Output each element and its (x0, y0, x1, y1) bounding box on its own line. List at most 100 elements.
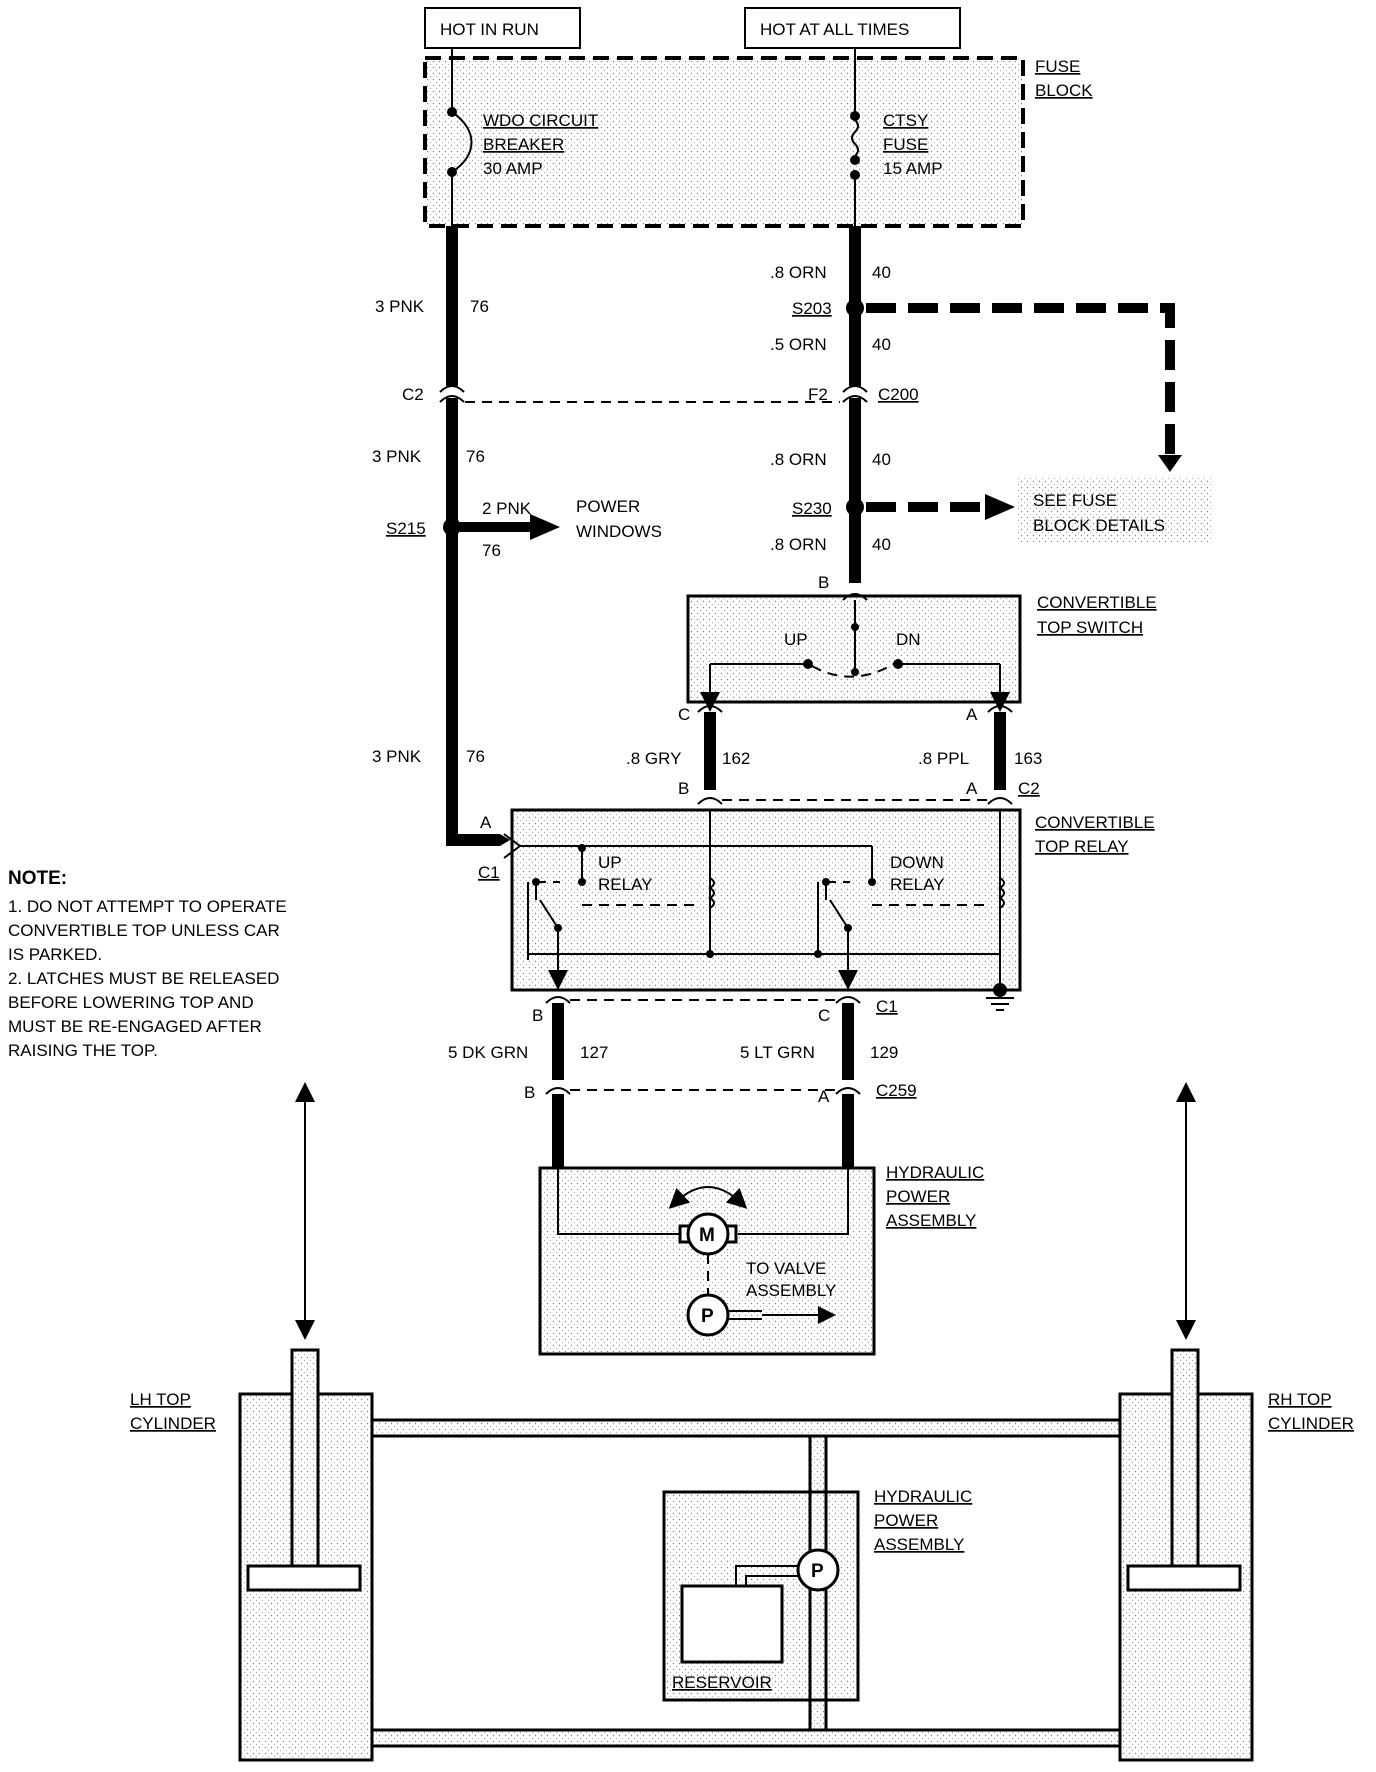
svg-text:C: C (818, 1006, 830, 1025)
svg-text:POWER: POWER (576, 497, 640, 516)
reservoir-label: RESERVOIR (672, 1673, 772, 1692)
s203-label: S203 (792, 299, 832, 318)
svg-text:.8 ORN: .8 ORN (770, 450, 827, 469)
hot-at-all-times-label: HOT AT ALL TIMES (744, 7, 961, 49)
see-fuse-block-details: SEE FUSE BLOCK DETAILS (1018, 478, 1213, 544)
svg-text:WDO CIRCUIT: WDO CIRCUIT (483, 111, 598, 130)
svg-text:DN: DN (896, 630, 921, 649)
pump-symbol: P (701, 1306, 714, 1327)
svg-text:76: 76 (466, 747, 485, 766)
svg-text:2. LATCHES MUST BE RELEASED: 2. LATCHES MUST BE RELEASED (8, 969, 279, 988)
ctsy-fuse: CTSY FUSE 15 AMP (850, 48, 943, 226)
svg-text:162: 162 (722, 749, 750, 768)
svg-text:ASSEMBLY: ASSEMBLY (746, 1281, 836, 1300)
svg-text:TOP RELAY: TOP RELAY (1035, 837, 1129, 856)
svg-text:.8 GRY: .8 GRY (626, 749, 681, 768)
svg-text:POWER: POWER (874, 1511, 938, 1530)
svg-text:HOT IN RUN: HOT IN RUN (440, 20, 539, 39)
svg-text:TO VALVE: TO VALVE (746, 1259, 826, 1278)
svg-text:LH TOP: LH TOP (130, 1390, 191, 1409)
fuse-block: FUSE BLOCK (423, 56, 1093, 228)
hydraulic-power-assembly-2: P RESERVOIR (662, 1490, 860, 1702)
svg-text:76: 76 (482, 541, 501, 560)
svg-text:A: A (480, 813, 492, 832)
hydraulic-power-assembly: M P TO VALVE ASSEMBLY (538, 1166, 876, 1356)
c1b-label: C1 (876, 997, 898, 1016)
note-block: NOTE: 1. DO NOT ATTEMPT TO OPERATE CONVE… (8, 868, 287, 1060)
c1-label: C1 (478, 863, 500, 882)
svg-text:ASSEMBLY: ASSEMBLY (874, 1535, 964, 1554)
svg-text:40: 40 (872, 450, 891, 469)
fuse-block-label-1: FUSE (1035, 57, 1080, 76)
gry-ppl-wires (697, 705, 1013, 805)
svg-text:3 PNK: 3 PNK (372, 447, 422, 466)
svg-text:F2: F2 (808, 385, 828, 404)
svg-text:1. DO NOT ATTEMPT TO OPERATE: 1. DO NOT ATTEMPT TO OPERATE (8, 897, 287, 916)
hot-in-run-label: HOT IN RUN (424, 7, 581, 49)
svg-text:BREAKER: BREAKER (483, 135, 564, 154)
svg-text:15 AMP: 15 AMP (883, 159, 943, 178)
svg-text:.8 ORN: .8 ORN (770, 263, 827, 282)
svg-text:NOTE:: NOTE: (8, 868, 67, 889)
svg-text:POWER: POWER (886, 1187, 950, 1206)
c2-relay-label: C2 (1018, 779, 1040, 798)
svg-text:2 PNK: 2 PNK (482, 499, 532, 518)
wdo-circuit-breaker: WDO CIRCUIT BREAKER 30 AMP (447, 48, 598, 226)
svg-text:129: 129 (870, 1043, 898, 1062)
svg-text:.5 ORN: .5 ORN (770, 335, 827, 354)
svg-text:.8 PPL: .8 PPL (918, 749, 969, 768)
pnk-76-circuit (439, 226, 560, 846)
svg-text:CONVERTIBLE TOP UNLESS CAR: CONVERTIBLE TOP UNLESS CAR (8, 921, 280, 940)
svg-text:RELAY: RELAY (890, 875, 945, 894)
svg-text:BLOCK DETAILS: BLOCK DETAILS (1033, 516, 1165, 535)
svg-text:CONVERTIBLE: CONVERTIBLE (1035, 813, 1155, 832)
svg-text:CYLINDER: CYLINDER (130, 1414, 216, 1433)
svg-text:B: B (532, 1006, 543, 1025)
svg-text:B: B (678, 779, 689, 798)
svg-text:HYDRAULIC: HYDRAULIC (874, 1487, 972, 1506)
svg-text:UP: UP (598, 853, 622, 872)
svg-text:A: A (966, 705, 978, 724)
svg-text:A: A (818, 1087, 830, 1106)
svg-text:C2: C2 (402, 385, 424, 404)
svg-text:C: C (678, 705, 690, 724)
svg-text:127: 127 (580, 1043, 608, 1062)
svg-text:TOP SWITCH: TOP SWITCH (1037, 618, 1143, 637)
svg-text:B: B (524, 1083, 535, 1102)
s215-label: S215 (386, 519, 426, 538)
svg-text:3 PNK: 3 PNK (372, 747, 422, 766)
svg-text:.8 ORN: .8 ORN (770, 535, 827, 554)
grn-wires (545, 996, 861, 1168)
svg-text:ASSEMBLY: ASSEMBLY (886, 1211, 976, 1230)
convertible-top-relay: UP RELAY DOWN RELAY (503, 808, 1022, 1011)
convertible-top-switch: UP DN (686, 593, 1022, 712)
motor-symbol: M (699, 1225, 715, 1246)
svg-text:40: 40 (872, 535, 891, 554)
svg-text:3 PNK: 3 PNK (375, 297, 425, 316)
svg-text:SEE FUSE: SEE FUSE (1033, 491, 1117, 510)
svg-text:HYDRAULIC: HYDRAULIC (886, 1163, 984, 1182)
svg-text:FUSE: FUSE (883, 135, 928, 154)
svg-text:BEFORE LOWERING TOP AND: BEFORE LOWERING TOP AND (8, 993, 254, 1012)
svg-text:MUST BE RE-ENGAGED AFTER: MUST BE RE-ENGAGED AFTER (8, 1017, 262, 1036)
svg-text:A: A (966, 779, 978, 798)
lh-top-cylinder (238, 1082, 374, 1762)
svg-text:76: 76 (466, 447, 485, 466)
orn-40-circuit (842, 226, 1182, 583)
svg-text:UP: UP (784, 630, 808, 649)
svg-text:40: 40 (872, 335, 891, 354)
pump-symbol-2: P (811, 1561, 824, 1582)
svg-text:RH TOP: RH TOP (1268, 1390, 1332, 1409)
svg-text:RAISING THE TOP.: RAISING THE TOP. (8, 1041, 158, 1060)
fuse-block-label-2: BLOCK (1035, 81, 1093, 100)
svg-text:CYLINDER: CYLINDER (1268, 1414, 1354, 1433)
rh-top-cylinder (1118, 1082, 1254, 1762)
svg-text:CONVERTIBLE: CONVERTIBLE (1037, 593, 1157, 612)
svg-text:WINDOWS: WINDOWS (576, 522, 662, 541)
s230-label: S230 (792, 499, 832, 518)
svg-text:40: 40 (872, 263, 891, 282)
svg-text:5 LT GRN: 5 LT GRN (740, 1043, 815, 1062)
svg-text:30 AMP: 30 AMP (483, 159, 543, 178)
c200-label: C200 (878, 385, 919, 404)
